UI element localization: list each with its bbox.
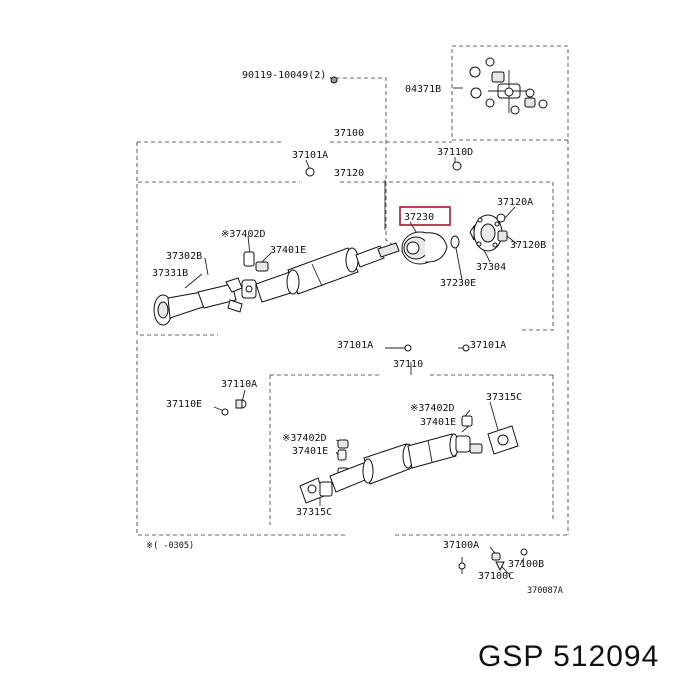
- label-37120b: 37120B: [510, 240, 546, 251]
- label-04371b: 04371B: [405, 84, 441, 95]
- rear-propeller-shaft: [221, 344, 528, 574]
- label-37302b: 37302B: [166, 251, 202, 262]
- label-diagram-code: 370087A: [527, 586, 563, 596]
- label-37401e-top: 37401E: [270, 245, 306, 256]
- label-37100a: 37100A: [443, 540, 479, 551]
- label-37402d-top: ※37402D: [221, 229, 266, 240]
- label-37110e: 37110E: [166, 399, 202, 410]
- label-90119: 90119-10049(2): [242, 70, 326, 81]
- label-37401e-mid: 37401E: [420, 417, 456, 428]
- label-37304: 37304: [476, 262, 506, 273]
- label-37230e: 37230E: [440, 278, 476, 289]
- label-37402d-low: ※37402D: [282, 433, 327, 444]
- label-37110a: 37110A: [221, 379, 257, 390]
- leader-lines: [184, 76, 525, 576]
- label-37110: 37110: [393, 359, 423, 370]
- frame-lines: [136, 45, 569, 536]
- center-support-bearing: [401, 231, 460, 265]
- front-propeller-shaft: [153, 242, 400, 326]
- label-37230-highlighted: 37230: [404, 212, 434, 223]
- highlighted-part-box: [399, 206, 451, 226]
- universal-joint-kit: [469, 57, 548, 115]
- label-37120a: 37120A: [497, 197, 533, 208]
- label-37110d: 37110D: [437, 147, 473, 158]
- label-37100c: 37100C: [478, 571, 514, 582]
- part-number-caption: GSP 512094: [478, 640, 660, 673]
- label-37101a-mid-right: 37101A: [470, 340, 506, 351]
- label-37315c-right: 37315C: [486, 392, 522, 403]
- label-37100b: 37100B: [508, 559, 544, 570]
- label-note: ※( -0305): [146, 541, 194, 551]
- label-37315c-low: 37315C: [296, 507, 332, 518]
- rear-flange: [305, 76, 508, 252]
- label-37101a-mid-left: 37101A: [337, 340, 373, 351]
- part-labels: 90119-10049(2) 04371B 37100 37101A 37110…: [146, 70, 563, 596]
- label-37100: 37100: [334, 128, 364, 139]
- label-37402d-mid: ※37402D: [410, 403, 455, 414]
- label-37120: 37120: [334, 168, 364, 179]
- label-37401e-low: 37401E: [292, 446, 328, 457]
- label-37101a-top: 37101A: [292, 150, 328, 161]
- label-37331b: 37331B: [152, 268, 188, 279]
